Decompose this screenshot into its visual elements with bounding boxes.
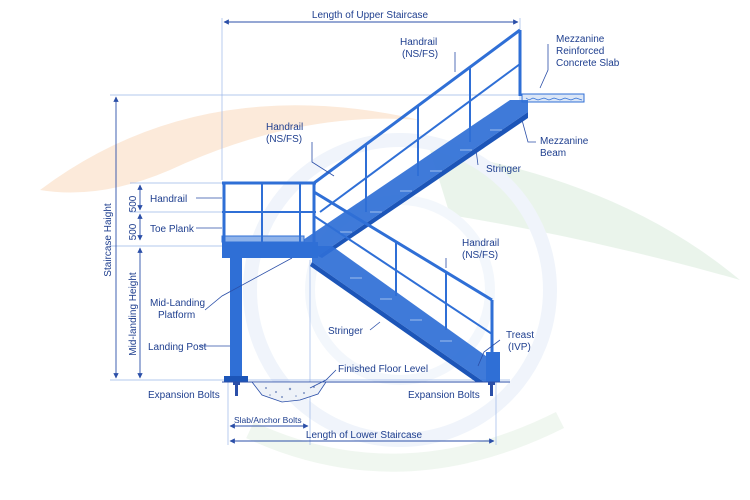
stringer-upper-label: Stringer: [486, 164, 522, 175]
mezzanine-slab-label-2: Reinforced: [556, 46, 604, 57]
treast-label-2: (IVP): [508, 342, 531, 353]
mezzanine-beam-label-2: Beam: [540, 148, 566, 159]
handrail-top-label-2: (NS/FS): [402, 49, 438, 60]
lower-handrail: [313, 190, 494, 356]
length-upper-label: Length of Upper Staircase: [312, 10, 429, 21]
mid-landing-platform-label-1: Mid-Landing: [150, 298, 205, 309]
tread-lines: [340, 129, 502, 342]
handrail-mid-label-1: Handrail: [266, 122, 303, 133]
mezzanine-slab: [521, 93, 585, 103]
finished-floor-label: Finished Floor Level: [338, 364, 428, 375]
dim-500-a-label: 500: [128, 195, 139, 212]
handrail-mid-label-2: (NS/FS): [266, 134, 302, 145]
landing-post-label: Landing Post: [148, 342, 207, 353]
mezzanine-slab-label-3: Concrete Slab: [556, 58, 620, 69]
handrail-left-label: Handrail: [150, 194, 187, 205]
landing-platform: [221, 235, 318, 258]
dimension-lines: [113, 19, 519, 444]
leader-lines: [196, 44, 549, 389]
text-labels: Length of Upper Staircase Mezzanine Rein…: [103, 10, 620, 441]
toe-plank-label: Toe Plank: [150, 224, 195, 235]
mid-landing-height-label: Mid-landing Height: [128, 272, 139, 356]
handrail-low-label-1: Handrail: [462, 238, 499, 249]
expansion-bolt-left: [233, 382, 240, 396]
landing-handrail: [222, 181, 316, 242]
length-lower-label: Length of Lower Staircase: [306, 430, 423, 441]
dim-500-b-label: 500: [128, 223, 139, 240]
upper-handrail: [313, 28, 522, 213]
expansion-bolts-right-label: Expansion Bolts: [408, 390, 480, 401]
watermark-logo: [40, 105, 740, 472]
finished-floor: [222, 381, 510, 403]
mezzanine-beam-label-1: Mezzanine: [540, 136, 589, 147]
expansion-bolt-right: [488, 382, 495, 396]
stringer-lower-label: Stringer: [328, 326, 364, 337]
mezzanine-slab-label-1: Mezzanine: [556, 34, 605, 45]
staircase-height-label: Staircase Haight: [103, 203, 114, 277]
handrail-top-label-1: Handrail: [400, 37, 437, 48]
expansion-bolts-left-label: Expansion Bolts: [148, 390, 220, 401]
lower-stringer: [310, 246, 500, 382]
landing-post: [224, 258, 248, 382]
slab-anchor-label: Slab/Anchor Bolts: [234, 415, 302, 425]
handrail-low-label-2: (NS/FS): [462, 250, 498, 261]
treast-label-1: Treast: [506, 330, 534, 341]
mid-landing-platform-label-2: Platform: [158, 310, 195, 321]
